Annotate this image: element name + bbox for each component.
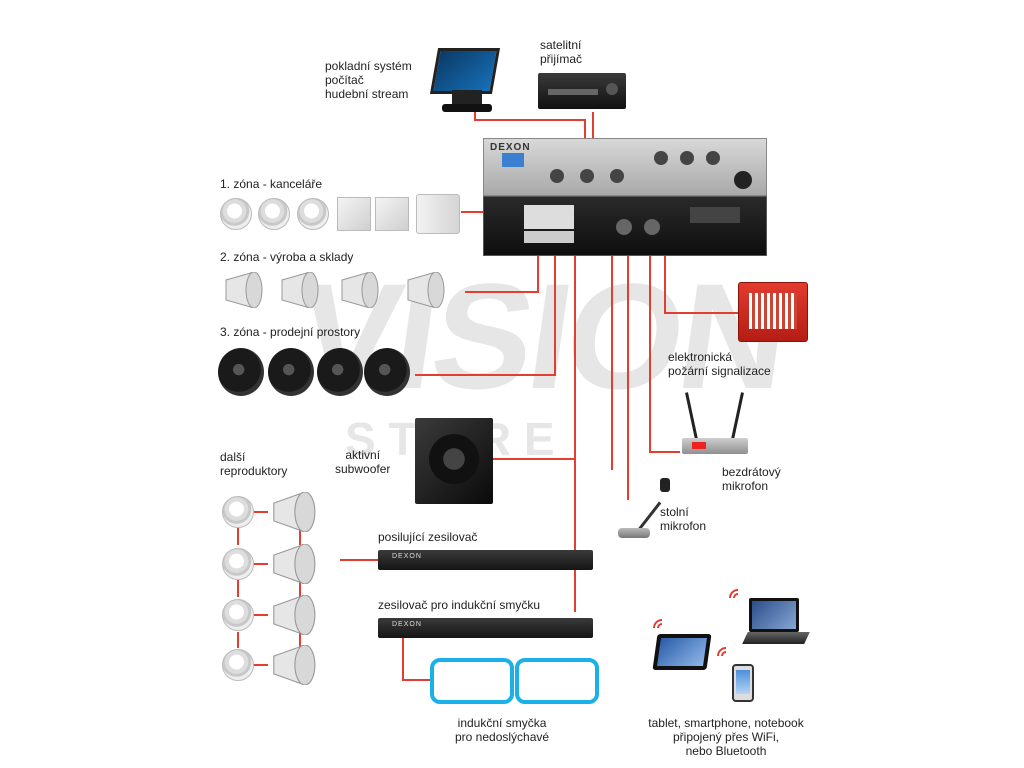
square-speaker-icon	[337, 197, 371, 231]
label-line: mikrofon	[660, 519, 707, 533]
pendant-speaker-icon	[218, 348, 264, 396]
horn-speaker-icon	[407, 272, 445, 308]
table-mic-label: stolní mikrofon	[660, 505, 706, 533]
fire-alarm-panel-image	[738, 282, 808, 342]
brand-logo: DEXON	[490, 142, 531, 153]
label-line: pokladní systém	[325, 59, 412, 73]
label-line: stolní	[660, 505, 689, 519]
induction-loop-label: indukční smyčka pro nedoslýchavé	[455, 716, 549, 744]
label-line: počítač	[325, 73, 364, 87]
square-speaker-icon	[375, 197, 409, 231]
label-line: přijímač	[540, 52, 583, 66]
horn-speaker-icon	[273, 492, 316, 532]
ceiling-speaker-icon	[220, 198, 252, 230]
more-speakers-label: další reproduktory	[220, 450, 287, 478]
horn-speaker-icon	[273, 595, 316, 635]
subwoofer-image	[415, 418, 493, 504]
label-line: reproduktory	[220, 464, 288, 478]
wifi-icon	[653, 619, 663, 629]
label-line: satelitní	[540, 38, 582, 52]
induction-loop-shape	[515, 658, 599, 704]
smartphone-image	[732, 664, 754, 702]
pos-terminal-image	[429, 48, 502, 114]
ceiling-speaker-icon	[222, 548, 254, 580]
horn-speaker-icon	[281, 272, 319, 308]
label-line: připojený přes WiFi,	[672, 730, 780, 744]
zone2-label: 2. zóna - výroba a sklady	[220, 250, 354, 264]
ceiling-speaker-icon	[222, 599, 254, 631]
label-line: nebo Bluetooth	[685, 744, 767, 758]
brand-logo: DEXON	[392, 621, 422, 628]
label-line: subwoofer	[335, 462, 391, 476]
label-line: bezdrátový	[722, 465, 781, 479]
loop-amplifier-image: DEXON	[378, 618, 593, 638]
loop-amp-label: zesilovač pro indukční smyčku	[378, 598, 541, 612]
tablet-image	[652, 634, 712, 670]
mixer-amplifier-front: DEXON	[483, 138, 767, 196]
label-line: požární signalizace	[668, 364, 771, 378]
wifi-icon	[729, 589, 739, 599]
wireless-mic-label: bezdrátový mikrofon	[722, 465, 781, 493]
booster-amplifier-image: DEXON	[378, 550, 593, 570]
satellite-label: satelitní přijímač	[540, 38, 582, 66]
wireless-microphone-receiver-image	[680, 392, 750, 462]
label-line: mikrofon	[722, 479, 769, 493]
zone1-label: 1. zóna - kanceláře	[220, 177, 323, 191]
subwoofer-label: aktivní subwoofer	[335, 448, 390, 476]
label-line: pro nedoslýchavé	[455, 730, 550, 744]
pendant-speaker-icon	[364, 348, 410, 396]
label-line: hudební stream	[325, 87, 409, 101]
horn-speaker-icon	[273, 544, 316, 584]
pendant-speaker-icon	[317, 348, 363, 396]
satellite-receiver-image	[538, 73, 626, 109]
induction-loop-shape	[430, 658, 514, 704]
horn-speaker-icon	[273, 645, 316, 685]
horn-speaker-icon	[341, 272, 379, 308]
horn-speaker-icon	[225, 272, 263, 308]
booster-amp-label: posilující zesilovač	[378, 530, 478, 544]
brand-logo: DEXON	[392, 553, 422, 560]
ceiling-speaker-icon	[222, 496, 254, 528]
mixer-amplifier-back	[483, 196, 767, 256]
desk-microphone-image	[610, 476, 680, 542]
ceiling-speaker-icon	[297, 198, 329, 230]
mobile-devices-label: tablet, smartphone, notebook připojený p…	[636, 716, 816, 758]
label-line: aktivní	[345, 448, 381, 462]
label-line: další	[220, 450, 246, 464]
ceiling-speaker-icon	[222, 649, 254, 681]
wifi-icon	[717, 647, 727, 657]
zone3-label: 3. zóna - prodejní prostory	[220, 325, 361, 339]
pendant-speaker-icon	[268, 348, 314, 396]
wall-speaker-icon	[416, 194, 460, 234]
label-line: tablet, smartphone, notebook	[648, 716, 804, 730]
label-line: elektronická	[668, 350, 733, 364]
laptop-image	[742, 598, 810, 650]
label-line: indukční smyčka	[457, 716, 547, 730]
fire-alarm-label: elektronická požární signalizace	[668, 350, 771, 378]
pos-system-label: pokladní systém počítač hudební stream	[325, 59, 412, 101]
ceiling-speaker-icon	[258, 198, 290, 230]
